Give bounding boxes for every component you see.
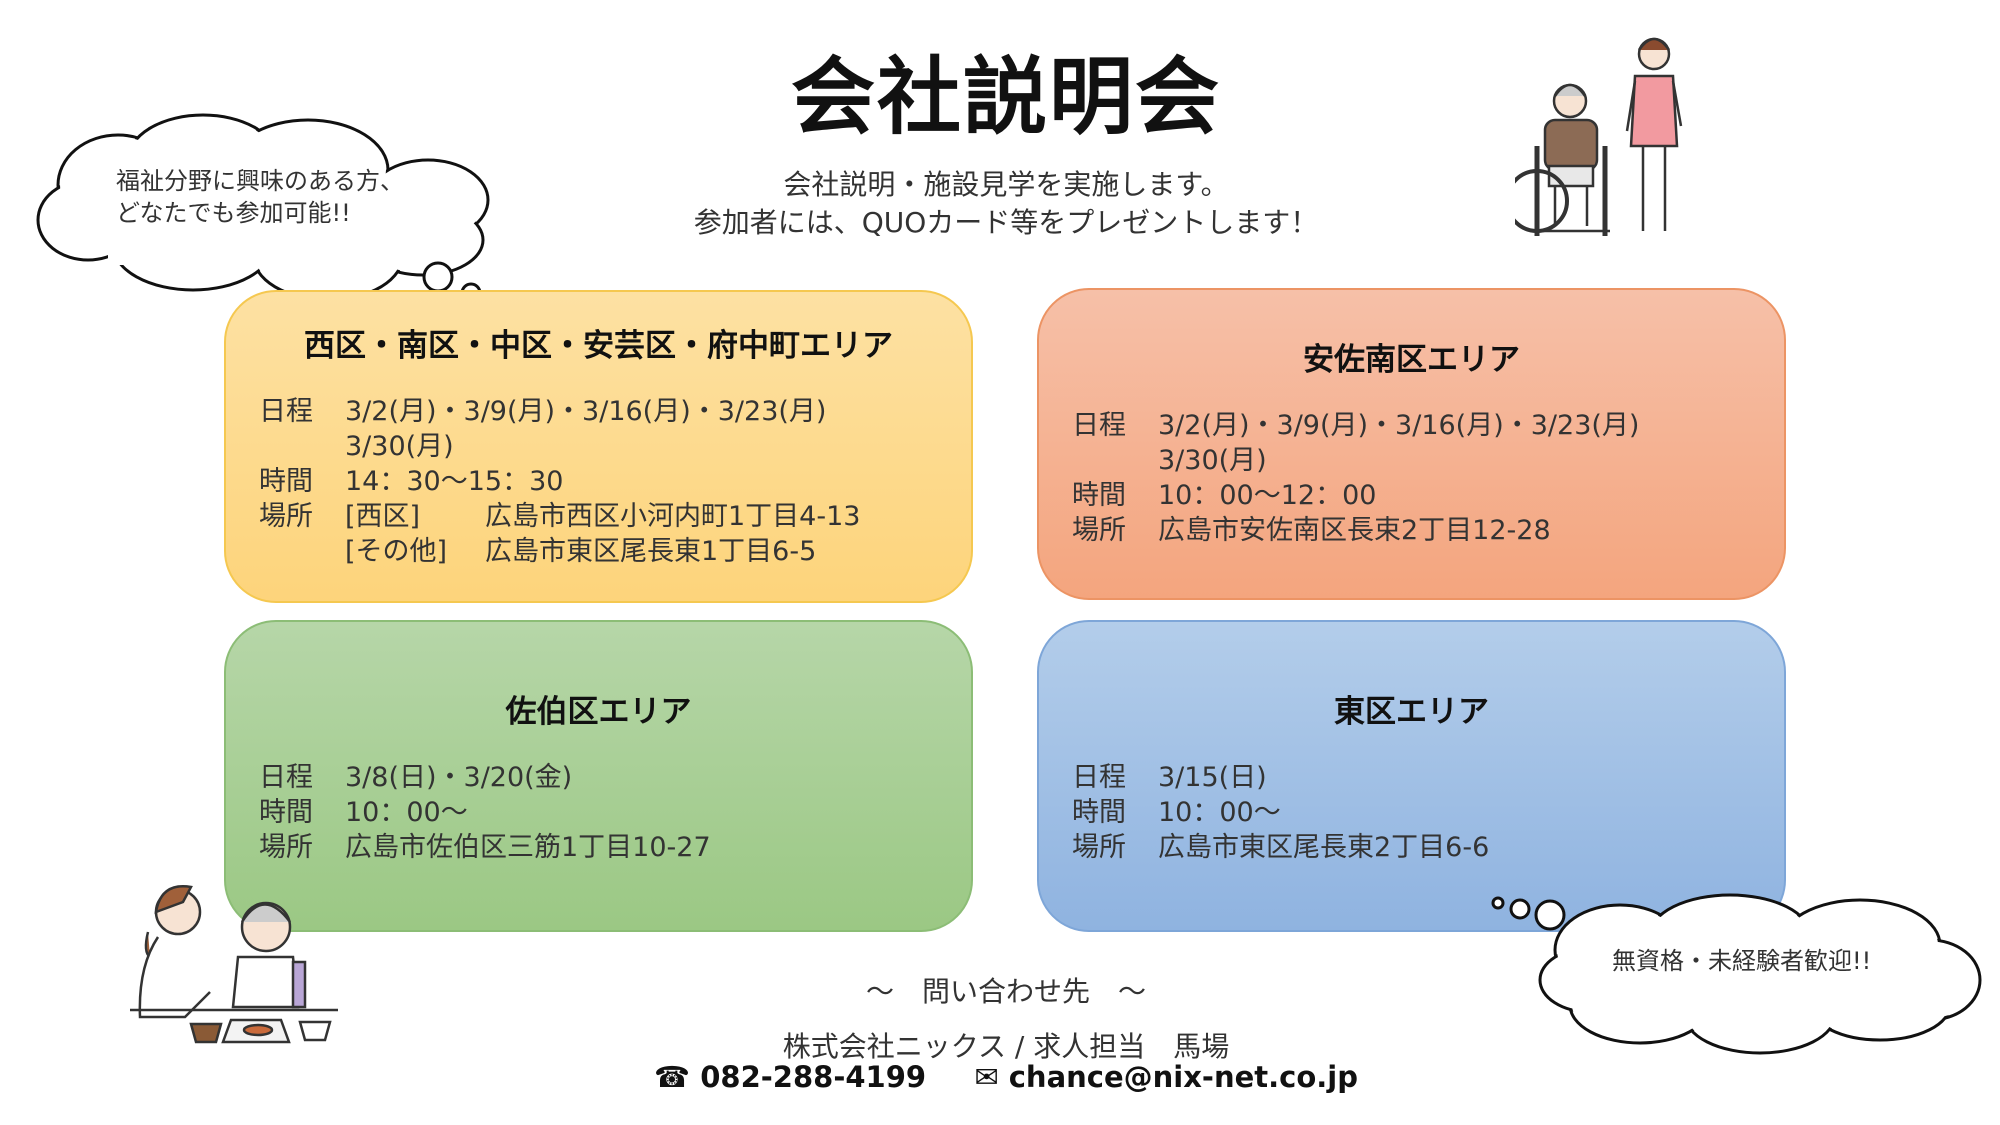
area-title: 安佐南区エリア — [1303, 342, 1520, 378]
area-title: 佐伯区エリア — [505, 694, 692, 730]
phone-icon: ☎ — [654, 1060, 691, 1094]
time-label: 時間 — [259, 797, 313, 828]
area-card-nishi-minami-naka-aki-fuchu: 西区・南区・中区・安芸区・府中町エリア 日程 3/2(月)・3/9(月)・3/16… — [224, 290, 973, 603]
area-title: 西区・南区・中区・安芸区・府中町エリア — [304, 328, 893, 364]
time-value: 10：00～ — [1158, 797, 1281, 828]
time-label: 時間 — [1072, 797, 1126, 828]
schedule-value: 3/8(日)・3/20(金) — [345, 762, 573, 793]
place-address: 広島市東区尾長東2丁目6-6 — [1158, 832, 1490, 863]
thought-bubble-dots — [1491, 896, 1566, 931]
schedule-label: 日程 — [259, 762, 313, 793]
contact-line: ☎ 082-288-4199 ✉ chance@nix-net.co.jp — [0, 1060, 2000, 1094]
bubble-right-text: 無資格・未経験者歓迎!! — [1612, 947, 1872, 975]
place-tag: [その他] — [345, 536, 448, 567]
time-value: 10：00～12：00 — [1158, 480, 1377, 511]
schedule-label: 日程 — [259, 396, 313, 427]
schedule-value-2: 3/30(月) — [1158, 445, 1267, 476]
thought-cloud-right — [1538, 893, 1982, 1055]
area-title: 東区エリア — [1334, 694, 1489, 730]
contact-company: 株式会社ニックス / 求人担当 馬場 — [782, 1030, 1230, 1063]
time-value: 14：30～15：30 — [345, 466, 564, 497]
place-address: 広島市東区尾長東1丁目6-5 — [485, 536, 817, 567]
subtitle-line-2: 参加者には、QUOカード等をプレゼントします！ — [693, 206, 1319, 239]
subtitle-line-1: 会社説明・施設見学を実施します。 — [783, 168, 1229, 201]
schedule-value: 3/15(日) — [1158, 762, 1267, 793]
time-value: 10：00～ — [345, 797, 468, 828]
schedule-value: 3/2(月)・3/9(月)・3/16(月)・3/23(月) — [345, 396, 827, 427]
time-label: 時間 — [1072, 480, 1126, 511]
place-label: 場所 — [259, 501, 313, 532]
caregiver-feeding-illustration — [130, 885, 338, 1044]
email-address[interactable]: chance@nix-net.co.jp — [1008, 1060, 1358, 1094]
place-label: 場所 — [1072, 832, 1126, 863]
area-card-higashi: 東区エリア 日程 3/15(日) 時間 10：00～ 場所 広島市東区尾長東2丁目6-… — [1037, 620, 1786, 932]
page-title: 会社説明会 — [790, 48, 1221, 146]
place-tag: [西区] — [345, 501, 421, 532]
place-label: 場所 — [1072, 515, 1126, 546]
time-label: 時間 — [259, 466, 313, 497]
place-address: 広島市安佐南区長束2丁目12-28 — [1158, 515, 1551, 546]
schedule-value-2: 3/30(月) — [345, 431, 454, 462]
mail-icon: ✉ — [974, 1060, 999, 1094]
thought-cloud-left — [36, 113, 502, 310]
schedule-value: 3/2(月)・3/9(月)・3/16(月)・3/23(月) — [1158, 410, 1640, 441]
bubble-left-line-1: 福祉分野に興味のある方、 — [116, 167, 404, 195]
contact-heading: ～ 問い合わせ先 ～ — [865, 975, 1146, 1008]
place-label: 場所 — [259, 832, 313, 863]
bubble-left-line-2: どなたでも参加可能!! — [116, 199, 351, 227]
place-address: 広島市佐伯区三筋1丁目10-27 — [345, 832, 711, 863]
schedule-label: 日程 — [1072, 762, 1126, 793]
area-card-saeki: 佐伯区エリア 日程 3/8(日)・3/20(金) 時間 10：00～ 場所 広島市佐伯… — [224, 620, 973, 932]
schedule-label: 日程 — [1072, 410, 1126, 441]
phone-number[interactable]: 082-288-4199 — [700, 1060, 927, 1094]
place-address: 広島市西区小河内町1丁目4-13 — [485, 501, 861, 532]
caregiver-wheelchair-illustration — [1515, 37, 1683, 236]
